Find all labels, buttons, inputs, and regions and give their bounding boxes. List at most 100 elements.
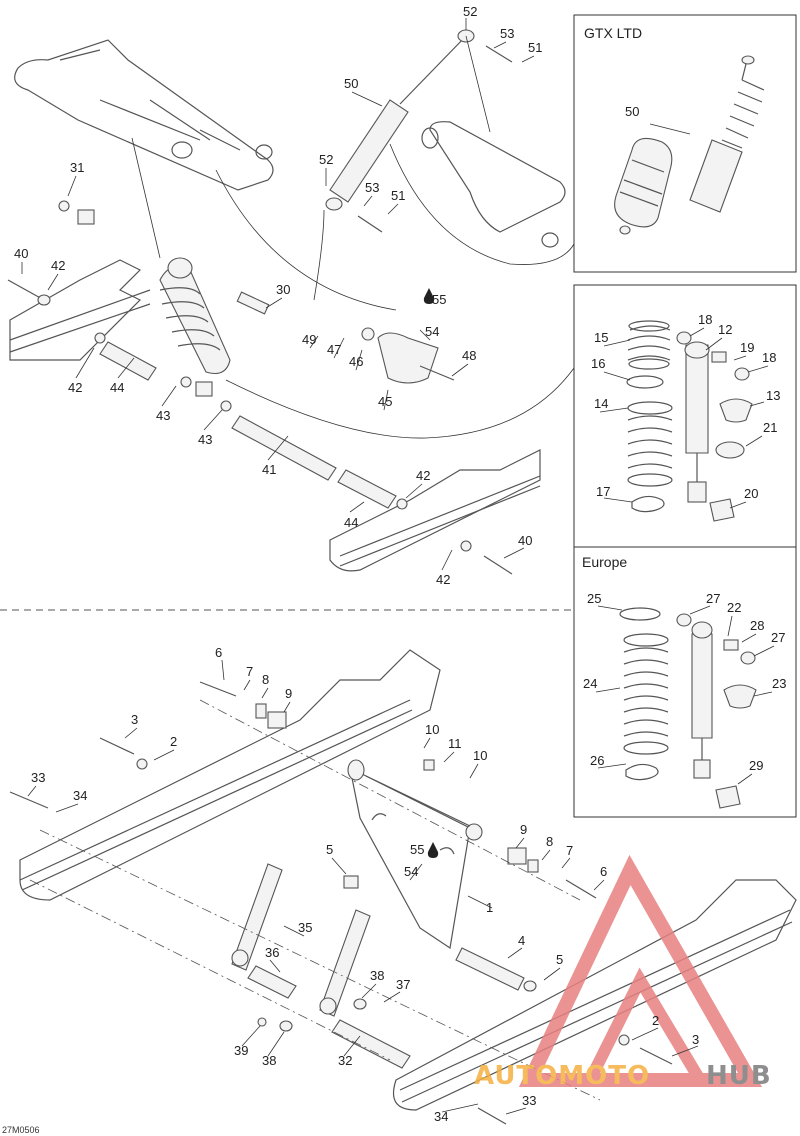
part-label: 42 [416, 468, 430, 483]
part-label: 27 [771, 630, 785, 645]
part-label: 33 [522, 1093, 536, 1108]
tubes-41-44 [94, 332, 472, 552]
part-label: 39 [234, 1043, 248, 1058]
part-label: 38 [370, 968, 384, 983]
part-label: 50 [344, 76, 358, 91]
part-label: 53 [365, 180, 379, 195]
part-label: 5 [326, 842, 333, 857]
part-label: 30 [276, 282, 290, 297]
part-label: 40 [518, 533, 532, 548]
fluid-label: 55 [432, 292, 446, 307]
part-label: 8 [262, 672, 269, 687]
part-label: 17 [596, 484, 610, 499]
part-label: 34 [434, 1109, 448, 1124]
part-label: 53 [500, 26, 514, 41]
part-label: 51 [391, 188, 405, 203]
part-label: 29 [749, 758, 763, 773]
lower-leaders [29, 699, 601, 1101]
part-label: 45 [378, 394, 392, 409]
part-label: 37 [396, 977, 410, 992]
front-arm-1 [347, 759, 483, 950]
washer-25 [619, 607, 661, 621]
part-label: 9 [520, 822, 527, 837]
part-label: 44 [344, 515, 358, 530]
fluid-drop-icon [423, 288, 435, 304]
bushing-18a [676, 331, 692, 345]
cap-13 [719, 398, 753, 423]
damper-22 [691, 621, 713, 779]
part-label: 7 [566, 843, 573, 858]
part-label: 38 [262, 1053, 276, 1068]
part-label: 21 [763, 420, 777, 435]
spring-14 [627, 401, 673, 487]
retainer-26 [625, 763, 659, 781]
part-label: 43 [198, 432, 212, 447]
washer-16 [626, 375, 664, 389]
part-label: 32 [338, 1053, 352, 1068]
watermark-text-hub: HUB [706, 1061, 772, 1091]
part-label: 23 [772, 676, 786, 691]
lower-rail-right [392, 879, 797, 1111]
part-label: 4 [518, 933, 525, 948]
part-label: 46 [349, 354, 363, 369]
part-label: 2 [170, 734, 177, 749]
sleeve-20 [709, 498, 735, 522]
part-label: 42 [51, 258, 65, 273]
part-label: 40 [14, 246, 28, 261]
cup-21 [715, 441, 745, 459]
upper-rail-left [9, 259, 151, 361]
drawing-code: 27M0506 [2, 1125, 40, 1135]
part-label: 16 [591, 356, 605, 371]
fluid-drop-icon [427, 842, 439, 858]
rear-arm-outline [421, 121, 566, 248]
part-label: 42 [436, 572, 450, 587]
bushing-18b [734, 367, 750, 381]
part-label: 7 [246, 664, 253, 679]
part-label: 18 [698, 312, 712, 327]
part-label: 10 [473, 748, 487, 763]
lower-bolts [9, 681, 673, 1125]
main-shock-inset [573, 284, 797, 548]
part-label: 15 [594, 330, 608, 345]
part-label: 54 [425, 324, 439, 339]
part-label: 54 [404, 864, 418, 879]
part-label: 34 [73, 788, 87, 803]
gtx-ltd-inset: GTX LTD [573, 14, 797, 273]
part-label: 6 [600, 864, 607, 879]
sleeve-19 [711, 351, 727, 363]
cap-23 [723, 684, 757, 709]
part-label: 10 [425, 722, 439, 737]
gtx-shock-50 [614, 55, 765, 235]
part-label: 5 [556, 952, 563, 967]
spring-15 [627, 320, 671, 370]
part-label: 24 [583, 676, 597, 691]
spring-24 [623, 633, 669, 755]
part-label: 8 [546, 834, 553, 849]
europe-title: Europe [582, 554, 627, 570]
callout-curves [131, 35, 575, 439]
bushing-27b [740, 651, 756, 665]
part-label: 14 [594, 396, 608, 411]
part-label: 36 [265, 945, 279, 960]
part-label: 50 [625, 104, 639, 119]
label-leaders [21, 18, 775, 1115]
frame-tunnel-outline [14, 39, 274, 191]
bracket-45 [361, 327, 455, 384]
watermark-logo: AUTOMOTO HUB [474, 854, 772, 1091]
part-label: 52 [319, 152, 333, 167]
gtx-ltd-title: GTX LTD [584, 25, 642, 41]
part-label: 48 [462, 348, 476, 363]
part-label: 43 [156, 408, 170, 423]
part-label: 28 [750, 618, 764, 633]
part-label: 3 [131, 712, 138, 727]
part-label: 9 [285, 686, 292, 701]
part-label: 52 [463, 4, 477, 19]
bushing-27a [676, 613, 692, 627]
watermark-text-automoto: AUTOMOTO [474, 1061, 650, 1091]
part-label: 18 [762, 350, 776, 365]
part-label: 2 [652, 1013, 659, 1028]
sleeve-29 [715, 785, 741, 809]
part-label: 11 [448, 736, 462, 751]
